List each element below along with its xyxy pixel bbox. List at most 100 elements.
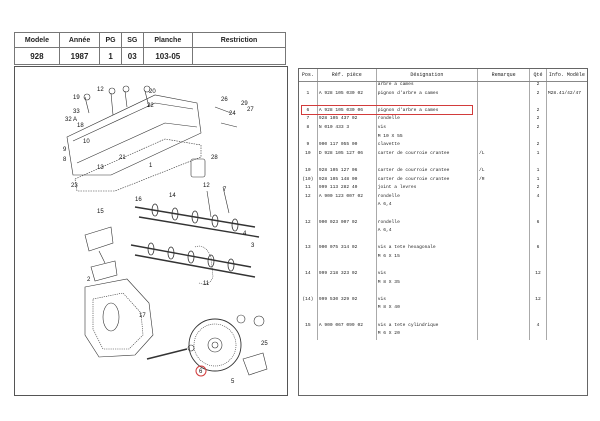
cell-qty: 1 [529,150,547,160]
callout-2: 2 [87,277,91,283]
callout-21: 21 [119,155,126,161]
cell-rem: /R [477,176,531,186]
callout-1: 1 [149,163,153,169]
cell-pos [299,133,318,143]
cell-pos: 8 [299,124,318,134]
callout-8: 8 [63,157,67,163]
cell-rem [477,296,531,306]
cell-rem [477,107,531,117]
cell-qty [529,210,547,220]
table-row [299,210,587,220]
cell-ref [317,262,377,272]
cell-pos [299,236,318,246]
cell-inf [546,323,587,332]
header-labels-row: Modele Année PG SG Planche Restriction [14,32,286,48]
cell-pos [299,262,318,272]
cell-ref [317,133,377,143]
cell-qty: 4 [529,193,547,203]
cell-inf [546,116,587,125]
callout-23: 23 [71,183,78,189]
callout-20: 20 [149,89,156,95]
cell-pos [299,99,318,108]
cell-rem [477,99,531,108]
callout-16: 16 [135,197,142,203]
cell-qty [529,262,547,272]
header-value-pg: 1 [99,47,122,65]
highlighted-row-box [301,105,473,115]
parts-table-header: Pos. Réf. pièce Désignation Remarque Qté… [299,69,587,82]
cell-pos: 11 [299,185,318,194]
callout-3: 3 [251,243,255,249]
cell-pos: 10 [299,150,318,160]
cell-pos [299,253,318,263]
cell-des: M 8 X 35 [376,279,478,289]
cell-qty [529,305,547,315]
cell-qty: 2 [529,185,547,194]
callout-22: 22 [147,103,154,109]
callout-10: 10 [83,139,90,145]
cell-inf [546,202,587,211]
cell-ref [317,228,377,237]
cell-rem [477,314,531,323]
cell-inf: M28.41/42/47 [547,90,581,96]
cell-qty [529,133,547,143]
cell-des: carter de courroie crantee [376,176,478,186]
callout-25: 25 [261,341,268,347]
cell-rem [477,193,531,203]
callout-14: 14 [169,193,176,199]
table-row: M 6 X 20 [299,331,587,340]
cell-pos [299,288,318,297]
cell-pos: 12 [299,193,318,203]
cell-rem [477,210,531,220]
cell-inf [546,271,587,280]
header-values-row: 928 1987 1 03 103-05 [14,47,286,65]
cell-des: vis [376,124,478,134]
cell-ref [317,159,377,168]
cell-rem [477,271,531,280]
header-value-annee: 1987 [58,47,101,65]
cell-inf [546,194,587,203]
cell-des: rondelle [376,219,478,229]
cell-qty: 12 [529,296,547,306]
cell-rem [477,142,531,151]
callout-15: 15 [97,209,104,215]
cell-inf [546,262,587,271]
cell-pos [299,202,318,211]
cell-pos: 10 [299,167,318,177]
cell-ref [317,81,377,91]
callout-17: 17 [139,313,146,319]
cell-inf [546,99,587,108]
col-designation: Désignation [376,69,478,82]
cell-pos: 7 [299,116,318,125]
callout-26: 26 [221,97,228,103]
cell-qty: 2 [529,107,547,117]
cell-des: vis [376,271,478,280]
cell-des: M 8 X 40 [376,305,478,315]
cell-rem [477,228,531,237]
cell-pos [299,159,318,168]
callout-6: 6 [199,369,203,375]
cell-rem [477,279,531,289]
belt-cover-shape [84,278,154,358]
cell-rem [477,219,531,229]
cell-ref: D 928 105 127 06 [317,150,377,160]
cell-qty [529,314,547,323]
callout-13: 13 [97,165,104,171]
cell-pos: 13 [299,245,318,254]
col-remarque: Remarque [477,69,531,82]
callout-28: 28 [211,155,218,161]
col-info-modele: Info. Modèle [546,69,587,82]
cell-qty: 4 [529,322,547,332]
cell-des: vis [376,296,478,306]
table-row [299,236,587,246]
cell-inf [546,288,587,297]
cell-qty: 2 [529,142,547,151]
